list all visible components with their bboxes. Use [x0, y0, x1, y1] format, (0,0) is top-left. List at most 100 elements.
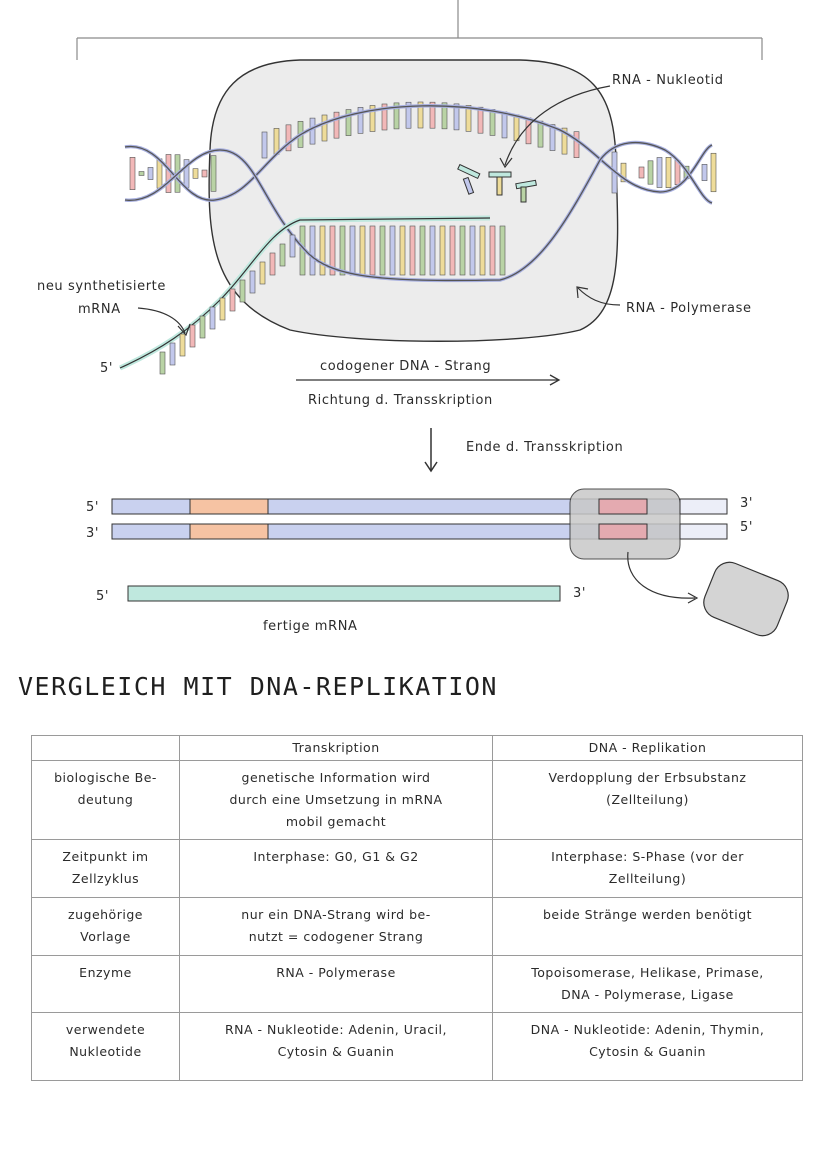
mrna-rung — [239, 279, 246, 303]
table-row: zugehörige Vorlage nur ein DNA-Strang wi… — [31, 897, 803, 956]
label-3prime-top: 3' — [740, 496, 753, 511]
helix-rung — [381, 103, 388, 131]
helix-rung — [369, 105, 376, 132]
replikation-cell: DNA - Nukleotide: Adenin, Thymin, Cytosi… — [492, 1012, 803, 1081]
mrna-rung — [289, 234, 296, 258]
label-new-mrna-2: mRNA — [78, 302, 121, 317]
finished-mrna-bar — [127, 585, 561, 602]
table-row: biologische Be- deutung genetische Infor… — [31, 760, 803, 840]
helix-rung — [333, 111, 340, 139]
helix-rung — [210, 155, 217, 192]
helix-rung — [441, 102, 448, 130]
helix-rung — [345, 109, 352, 136]
helix-rung — [513, 114, 520, 142]
helix-rung — [405, 101, 412, 129]
helix-backbones — [124, 104, 713, 283]
helix-rung — [129, 157, 136, 190]
helix-rung — [417, 101, 424, 129]
row-label: verwendete Nukleotide — [31, 1012, 180, 1081]
direction-arrow — [296, 374, 561, 386]
replikation-cell: beide Stränge werden benötigt — [492, 897, 803, 956]
released-polymerase — [627, 551, 789, 637]
transcription-diagram: RNA - Nukleotid neu synthetisierte mRNA … — [37, 0, 789, 637]
mrna-rung — [269, 252, 276, 276]
helix-rung — [393, 102, 400, 130]
helix-rung — [321, 114, 328, 142]
comparison-table: Transkription DNA - Replikation biologis… — [31, 735, 803, 1081]
label-end-transcription: Ende d. Transskription — [466, 440, 623, 455]
helix-rung — [469, 225, 476, 276]
gene-segment-top — [189, 498, 269, 515]
helix-rung — [501, 111, 508, 139]
label-rna-polymerase: RNA - Polymerase — [626, 301, 752, 316]
helix-rung — [429, 101, 436, 129]
helix-rung — [261, 131, 268, 159]
helix-rung — [489, 109, 496, 136]
down-arrow — [424, 428, 438, 473]
helix-rung — [379, 225, 386, 276]
helix-rung — [138, 171, 145, 176]
row-label: Zeitpunkt im Zellzyklus — [31, 839, 180, 898]
row-label: Enzyme — [31, 955, 180, 1013]
helix-rung — [419, 225, 426, 276]
helix-rung — [339, 225, 346, 276]
table-row: Zeitpunkt im Zellzyklus Interphase: G0, … — [31, 839, 803, 898]
helix-rung — [665, 157, 672, 188]
helix-rung — [399, 225, 406, 276]
label-5prime-right: 5' — [740, 520, 753, 535]
helix-rung — [309, 117, 316, 145]
free-rna-nucleotides — [457, 163, 537, 203]
helix-rung — [409, 225, 416, 276]
replikation-cell: Interphase: S-Phase (vor der Zellteilung… — [492, 839, 803, 898]
label-5prime-finished: 5' — [96, 589, 109, 604]
table-row: Enzyme RNA - Polymerase Topoisomerase, H… — [31, 955, 803, 1013]
helix-rung — [499, 225, 506, 276]
mrna-rung — [209, 306, 216, 330]
label-5prime-top: 5' — [86, 500, 99, 515]
mrna-rung — [249, 270, 256, 294]
helix-rung — [429, 225, 436, 276]
helix-rung — [477, 106, 484, 134]
transkription-cell: nur ein DNA-Strang wird be- nutzt = codo… — [179, 897, 493, 956]
mrna-rung — [179, 333, 186, 357]
helix-rung — [453, 103, 460, 131]
helix-rung — [656, 157, 663, 188]
transkription-cell: RNA - Polymerase — [179, 955, 493, 1013]
helix-rung — [465, 105, 472, 132]
helix-rung — [620, 162, 627, 183]
gene-segment-bottom — [189, 523, 269, 540]
table-header-row: Transkription DNA - Replikation — [31, 735, 803, 761]
row-label: biologische Be- deutung — [31, 760, 180, 840]
section-heading: VERGLEICH MIT DNA-REPLIKATION — [18, 672, 498, 701]
helix-rung — [638, 166, 645, 179]
helix-rung — [309, 225, 316, 276]
helix-rung — [329, 225, 336, 276]
transkription-cell: genetische Information wird durch eine U… — [179, 760, 493, 840]
transkription-cell: Interphase: G0, G1 & G2 — [179, 839, 493, 898]
label-new-mrna-1: neu synthetisierte — [37, 279, 166, 294]
helix-rung — [285, 124, 292, 152]
label-direction: Richtung d. Transskription — [308, 393, 493, 408]
helix-rung — [449, 225, 456, 276]
mrna-rung — [259, 261, 266, 285]
helix-rung — [459, 225, 466, 276]
helix-rung — [147, 167, 154, 180]
label-finished-mrna: fertige mRNA — [263, 619, 358, 634]
helix-rung — [192, 168, 199, 179]
label-5prime-mrna: 5' — [100, 361, 113, 376]
helix-rung — [479, 225, 486, 276]
mrna-rung — [189, 324, 196, 348]
helix-rung — [525, 117, 532, 145]
label-arrows — [137, 85, 621, 337]
mrna-rung — [169, 342, 176, 366]
label-3prime-finished: 3' — [573, 586, 586, 601]
helix-rung — [359, 225, 366, 276]
helix-rung — [389, 225, 396, 276]
helix-rungs — [129, 101, 717, 276]
mrna-rung — [229, 288, 236, 312]
mrna-rung — [199, 315, 206, 339]
replikation-cell: Verdopplung der Erbsubstanz (Zellteilung… — [492, 760, 803, 840]
replikation-cell: Topoisomerase, Helikase, Primase, DNA - … — [492, 955, 803, 1013]
label-codogenic-strand: codogener DNA - Strang — [320, 359, 491, 374]
helix-rung — [701, 164, 708, 181]
